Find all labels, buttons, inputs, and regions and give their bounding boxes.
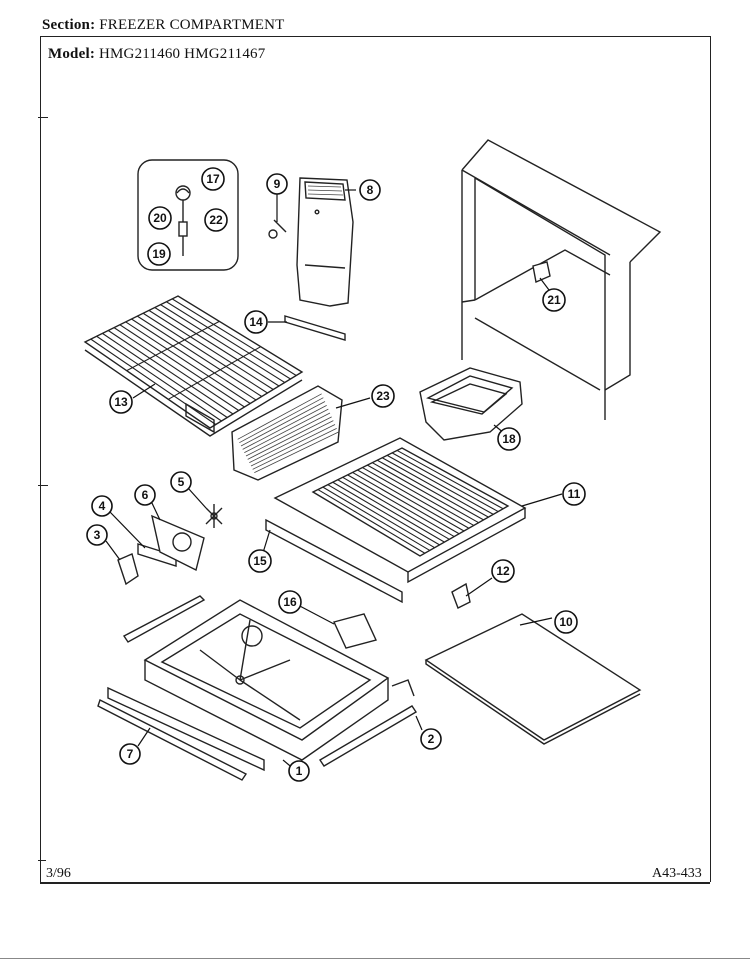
svg-text:1: 1 (296, 764, 303, 778)
svg-text:2: 2 (428, 732, 435, 746)
svg-text:22: 22 (209, 213, 223, 227)
callout-22: 22 (204, 208, 228, 232)
svg-text:7: 7 (127, 747, 134, 761)
callout-11: 11 (562, 482, 586, 506)
callout-10: 10 (554, 610, 578, 634)
divider-panel-part (231, 385, 343, 481)
svg-text:4: 4 (99, 499, 106, 513)
callout-2: 2 (420, 728, 442, 750)
svg-text:17: 17 (206, 172, 220, 186)
svg-text:14: 14 (249, 315, 263, 329)
margin-tick (38, 860, 46, 861)
callout-16: 16 (278, 590, 302, 614)
svg-text:11: 11 (568, 487, 581, 501)
svg-text:8: 8 (367, 183, 374, 197)
svg-text:21: 21 (547, 293, 561, 307)
section-label: Section: (42, 17, 96, 33)
svg-text:19: 19 (152, 247, 166, 261)
callout-14: 14 (244, 310, 268, 334)
callout-3: 3 (86, 524, 108, 546)
drain-part (333, 613, 377, 649)
frame-bottom-rule (40, 882, 710, 884)
inset-callout-bubble (137, 159, 239, 271)
evaporator-pan-part (107, 599, 390, 772)
fan-assembly-parts (117, 504, 223, 586)
ice-bin-part (419, 367, 523, 441)
glass-shelf-part (273, 437, 527, 584)
leader-lines (105, 189, 563, 771)
callout-23: 23 (371, 384, 395, 408)
page-bottom-line (0, 958, 750, 959)
svg-text:12: 12 (496, 564, 510, 578)
callout-15: 15 (248, 549, 272, 573)
cabinet-corner (461, 139, 662, 420)
svg-text:20: 20 (153, 211, 167, 225)
callout-17: 17 (201, 167, 225, 191)
side-trim-part (319, 679, 417, 767)
svg-text:10: 10 (559, 615, 573, 629)
svg-text:3: 3 (94, 528, 101, 542)
svg-text:5: 5 (178, 475, 185, 489)
callout-9: 9 (266, 173, 288, 195)
model-label: Model: (48, 46, 96, 62)
section-value: FREEZER COMPARTMENT (99, 17, 285, 33)
margin-tick (38, 485, 48, 486)
svg-text:9: 9 (274, 177, 281, 191)
screw-part (268, 219, 287, 239)
svg-text:23: 23 (376, 389, 390, 403)
model-heading: Model: HMG211460 HMG211467 (48, 46, 265, 63)
wire-shelf-part (83, 295, 304, 437)
trim-strip-part (97, 595, 248, 781)
callout-7: 7 (119, 743, 141, 765)
callout-19: 19 (147, 242, 171, 266)
section-heading: Section: FREEZER COMPARTMENT (42, 17, 285, 34)
control-housing-part (296, 177, 354, 307)
footer-page-code: A43-433 (652, 866, 702, 881)
callout-1: 1 (288, 760, 310, 782)
callout-4: 4 (91, 495, 113, 517)
footer-date: 3/96 (46, 866, 71, 881)
svg-text:18: 18 (502, 432, 516, 446)
callout-13: 13 (109, 390, 133, 414)
callout-5: 5 (170, 471, 192, 493)
svg-text:16: 16 (283, 595, 297, 609)
cover-panel-part (424, 613, 642, 745)
diagram-frame (40, 36, 711, 882)
callout-21: 21 (542, 288, 566, 312)
callout-20: 20 (148, 206, 172, 230)
margin-tick (38, 117, 48, 118)
callout-6: 6 (134, 484, 156, 506)
callout-8: 8 (359, 179, 381, 201)
shelf-trim-part (265, 518, 403, 604)
shelf-bracket-part (284, 315, 346, 341)
model-value: HMG211460 HMG211467 (98, 46, 266, 62)
svg-text:13: 13 (114, 395, 128, 409)
shelf-clip-part (451, 582, 471, 609)
svg-text:6: 6 (142, 488, 149, 502)
callout-18: 18 (497, 427, 521, 451)
callout-12: 12 (491, 559, 515, 583)
svg-text:15: 15 (253, 554, 267, 568)
